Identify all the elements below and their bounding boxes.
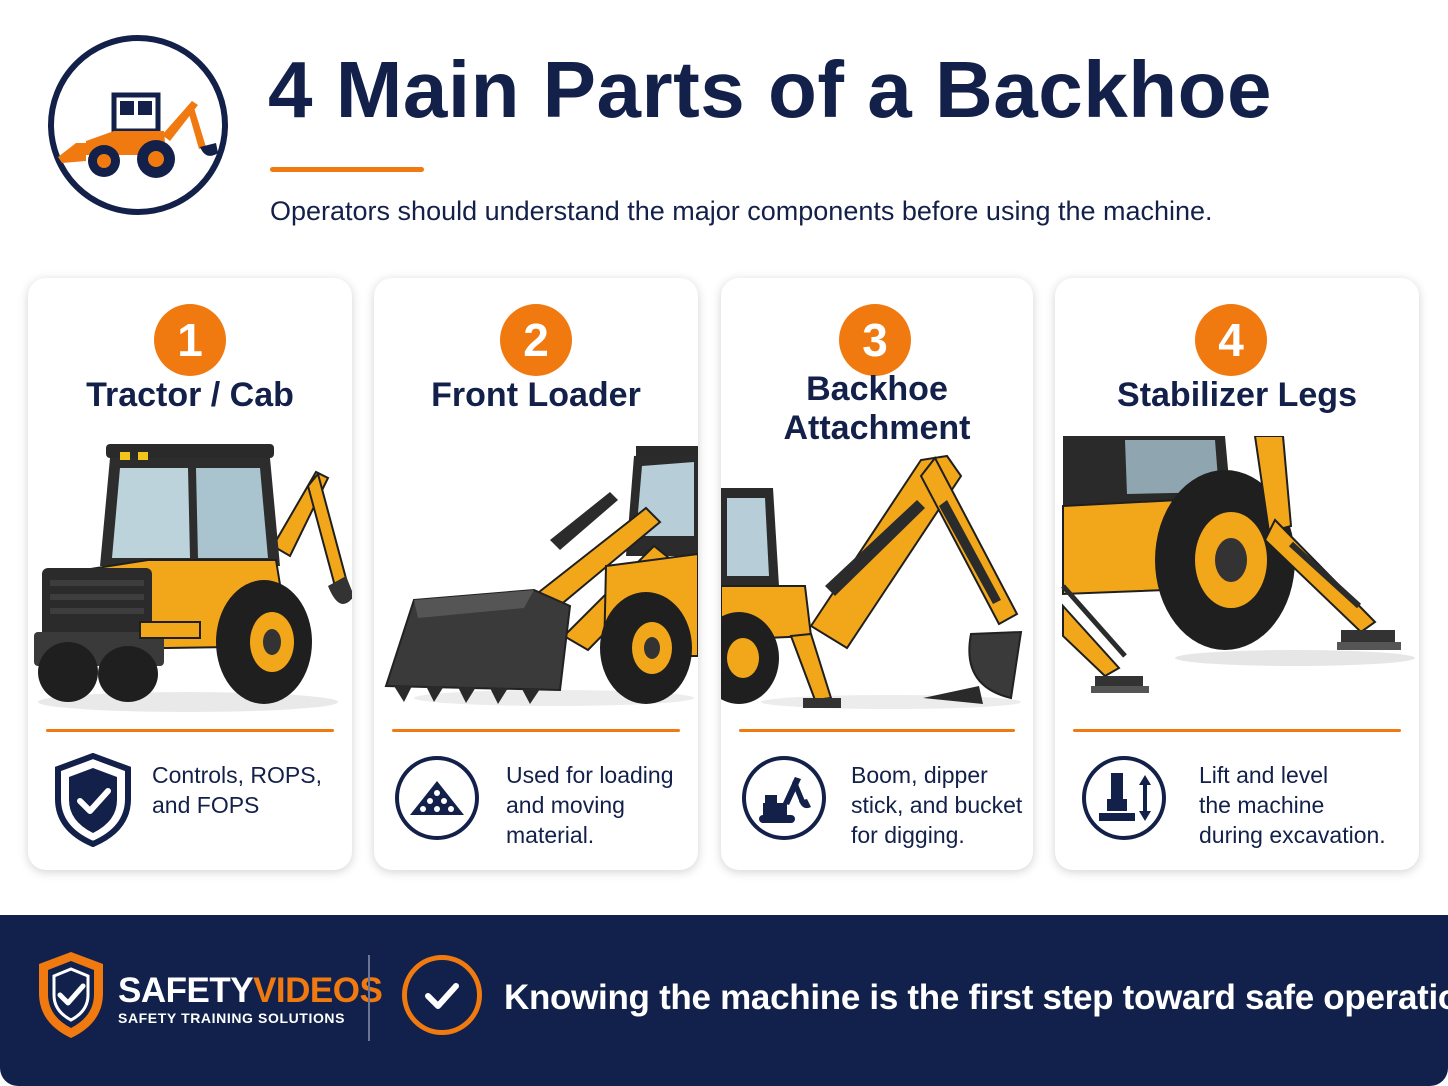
stabilizer-lift-icon — [1082, 756, 1166, 840]
brand-name-part1: SAFETY — [118, 971, 254, 1010]
part-card-backhoe-attachment: 3 Backhoe Attachment — [721, 278, 1033, 870]
footer-message: Knowing the machine is the first step to… — [504, 978, 1448, 1017]
card-title: Stabilizer Legs — [1117, 376, 1357, 414]
card-title-line: Attachment — [783, 409, 971, 447]
card-description: Used for loading and moving material. — [506, 760, 674, 850]
description-line: the machine — [1199, 792, 1325, 818]
description-line: Controls, ROPS, — [152, 762, 322, 788]
description-line: and FOPS — [152, 792, 260, 818]
stabilizer-legs-photo — [1061, 436, 1415, 718]
description-line: material. — [506, 822, 595, 848]
description-line: for digging. — [851, 822, 965, 848]
description-line: Boom, dipper — [851, 762, 988, 788]
card-title: Tractor / Cab — [86, 376, 294, 414]
part-card-tractor-cab: 1 Tractor / Cab — [28, 278, 352, 870]
card-description: Boom, dipper stick, and bucket for diggi… — [851, 760, 1022, 850]
material-pile-icon — [395, 756, 479, 840]
part-card-front-loader: 2 Front Loader — [374, 278, 698, 870]
front-loader-bucket-photo — [384, 446, 698, 706]
footer-banner: SAFETYVIDEOS SAFETY TRAINING SOLUTIONS K… — [0, 915, 1448, 1086]
description-line: during excavation. — [1199, 822, 1386, 848]
description-line: and moving — [506, 792, 625, 818]
backhoe-icon — [58, 92, 218, 178]
card-title: Front Loader — [431, 376, 641, 414]
section-divider — [46, 729, 334, 732]
part-card-stabilizer-legs: 4 Stabilizer Legs — [1055, 278, 1419, 870]
check-circle-icon — [402, 955, 482, 1035]
title-underline — [270, 167, 424, 172]
page-subtitle: Operators should understand the major co… — [270, 196, 1213, 226]
backhoe-arm-photo — [721, 454, 1023, 709]
card-description: Lift and level the machine during excava… — [1199, 760, 1386, 850]
brand-name: SAFETYVIDEOS — [118, 971, 383, 1011]
page-title: 4 Main Parts of a Backhoe — [268, 45, 1272, 134]
checkmark-icon — [425, 983, 459, 1009]
card-title-line: Backhoe — [806, 370, 948, 408]
section-divider — [739, 729, 1015, 732]
description-line: Lift and level — [1199, 762, 1329, 788]
step-number-badge: 3 — [839, 304, 911, 376]
section-divider — [392, 729, 680, 732]
description-line: Used for loading — [506, 762, 674, 788]
shield-check-icon — [55, 753, 131, 847]
shield-check-logo-icon — [39, 952, 103, 1038]
step-number-badge: 1 — [154, 304, 226, 376]
description-line: stick, and bucket — [851, 792, 1023, 818]
section-divider — [1073, 729, 1401, 732]
step-number-badge: 4 — [1195, 304, 1267, 376]
brand-name-part2: VIDEOS — [253, 971, 383, 1010]
step-number-badge: 2 — [500, 304, 572, 376]
backhoe-logo — [48, 35, 228, 215]
backhoe-cab-photo — [34, 444, 352, 712]
footer-divider — [368, 955, 370, 1041]
card-description: Controls, ROPS, and FOPS — [152, 760, 322, 820]
brand-tagline: SAFETY TRAINING SOLUTIONS — [118, 1010, 346, 1026]
excavator-icon — [742, 756, 826, 840]
